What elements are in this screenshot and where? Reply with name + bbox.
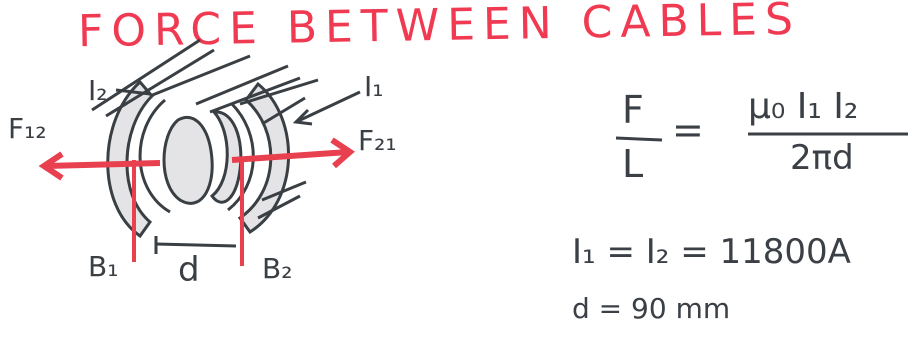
i1-pointer-arrow [292,90,361,126]
label-i1: I₁ [364,70,384,103]
label-b2: B₂ [262,252,293,285]
i2-pointer [115,88,151,96]
formula-denominator-right: 2πd [790,138,854,178]
formula-equals: = [672,108,704,152]
formula-denominator-left: L [622,142,644,186]
label-f12: F₁₂ [8,112,47,145]
cable-left [162,116,214,205]
cable-right [209,110,243,204]
fraction-bar-left [615,136,663,142]
cable-lines [91,38,319,220]
force-arrow-f12 [38,151,161,181]
distance-marker [154,236,237,254]
given-currents: I₁ = I₂ = 11800A [572,232,851,272]
force-arrow-f21 [231,137,355,169]
label-d: d [178,250,200,290]
formula-numerator-left: F [622,88,644,132]
inner-arc-left [138,98,171,214]
formula-numerator-right: μ₀ I₁ I₂ [748,86,859,127]
label-i2: I₂ [88,74,108,107]
field-arc-left [106,79,155,239]
given-distance: d = 90 mm [572,292,731,325]
label-f21: F₂₁ [358,124,397,157]
label-b1: B₁ [88,250,119,283]
